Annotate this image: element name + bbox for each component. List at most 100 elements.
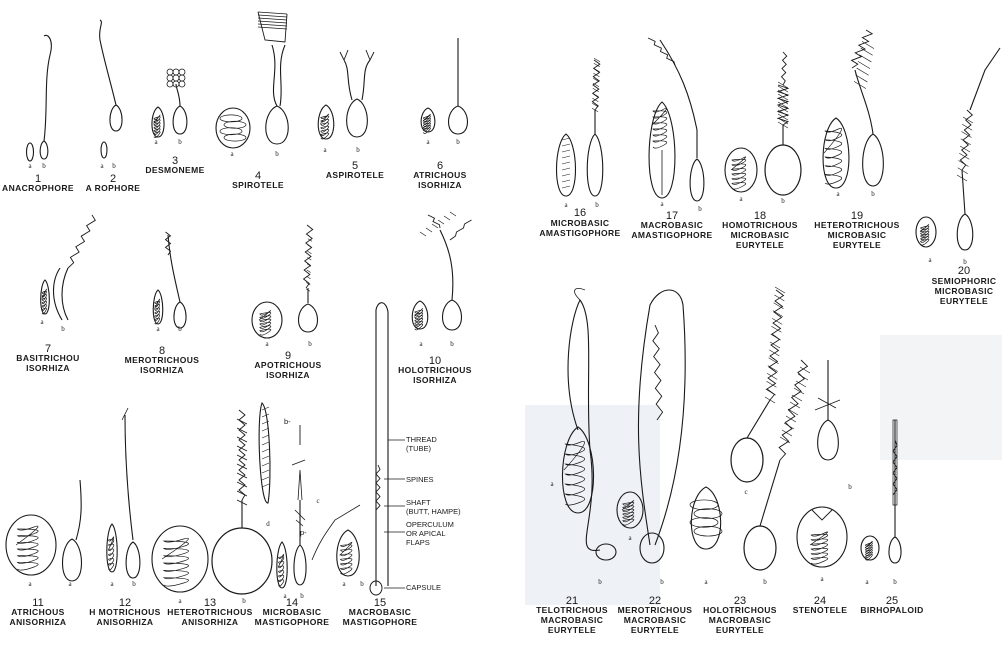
part-label: c bbox=[316, 497, 319, 505]
part-label: c bbox=[744, 488, 747, 496]
part-label: a bbox=[178, 597, 181, 605]
part-label: a bbox=[40, 318, 43, 326]
figure-label: SPIROTELE bbox=[232, 180, 284, 190]
figure-11-drawing bbox=[6, 480, 81, 581]
figure-label: ANACROPHORE bbox=[2, 183, 74, 193]
callout-leaders bbox=[384, 440, 405, 588]
figure-3-drawing bbox=[152, 69, 187, 138]
part-label: b bbox=[660, 578, 664, 586]
figure-24-drawing bbox=[797, 360, 847, 567]
figure-label: BIRHOPALOID bbox=[860, 605, 923, 615]
part-label: b bbox=[42, 162, 46, 170]
part-label: a bbox=[928, 256, 931, 264]
figure-label: HOLOTRICHOUS MACROBASIC EURYTELE bbox=[703, 605, 777, 635]
callout-shaft: SHAFT (BUTT, HAMPE) bbox=[406, 498, 461, 516]
part-label: b bbox=[848, 483, 852, 491]
part-label: b bbox=[456, 138, 460, 146]
part-label: b bbox=[61, 325, 65, 333]
figure-label: HETEROTRICHOUS MICROBASIC EURYTELE bbox=[814, 220, 899, 250]
figure-label: MEROTRICHOUS ISORHIZA bbox=[125, 355, 200, 375]
figure-12-drawing bbox=[107, 408, 140, 578]
figure-7-drawing bbox=[41, 215, 96, 320]
part-label: b bbox=[893, 578, 897, 586]
figure-label: STENOTELE bbox=[793, 605, 848, 615]
figure-label: DESMONEME bbox=[145, 165, 204, 175]
part-label: a bbox=[68, 580, 71, 588]
part-label: b bbox=[698, 205, 702, 213]
figure-8-drawing bbox=[153, 232, 186, 328]
figure-label: MACROBASIC AMASTIGOPHORE bbox=[631, 220, 712, 240]
part-label: a bbox=[100, 162, 103, 170]
figure-label: ASPIROTELE bbox=[326, 170, 384, 180]
part-label: b bbox=[242, 597, 246, 605]
callout-spines: SPINES bbox=[406, 475, 434, 484]
figure-4-drawing bbox=[216, 12, 288, 148]
figure-10-drawing bbox=[412, 212, 471, 330]
part-label: a bbox=[550, 480, 553, 488]
part-label: b bbox=[112, 162, 116, 170]
figure-19-drawing bbox=[823, 30, 883, 188]
part-label: a bbox=[230, 150, 233, 158]
part-label: b bbox=[763, 578, 767, 586]
figure-18-drawing bbox=[725, 52, 801, 195]
figure-label: MACROBASIC MASTIGOPHORE bbox=[343, 607, 418, 627]
figure-label: MEROTRICHOUS MACROBASIC EURYTELE bbox=[618, 605, 693, 635]
figure-label: SEMIOPHORIC MICROBASIC EURYTELE bbox=[932, 276, 997, 306]
part-label-p: p- bbox=[300, 528, 307, 537]
figure-13-drawing bbox=[152, 410, 272, 594]
figure-label: TELOTRICHOUS MACROBASIC EURYTELE bbox=[536, 605, 608, 635]
part-label: b bbox=[178, 138, 182, 146]
part-label: a bbox=[739, 195, 742, 203]
figure-label: A ROPHORE bbox=[86, 183, 141, 193]
part-label: b bbox=[300, 592, 304, 600]
figure-label: BASITRICHOU ISORHIZA bbox=[16, 353, 79, 373]
figure-17-drawing bbox=[648, 38, 704, 201]
figure-14-drawing bbox=[259, 403, 306, 588]
callout-thread: THREAD (TUBE) bbox=[406, 435, 437, 453]
part-label: a bbox=[820, 575, 823, 583]
part-label: a bbox=[836, 190, 839, 198]
figure-label: HOLOTRICHOUS ISORHIZA bbox=[398, 365, 472, 385]
part-label: b bbox=[132, 580, 136, 588]
figure-5-drawing bbox=[318, 50, 374, 139]
part-label: a bbox=[154, 138, 157, 146]
figure-9-drawing bbox=[252, 225, 317, 338]
part-label: b bbox=[275, 150, 279, 158]
figure-15-drawing bbox=[312, 303, 388, 595]
part-label: a bbox=[342, 580, 345, 588]
part-label: b bbox=[356, 146, 360, 154]
figure-23-drawing bbox=[690, 287, 810, 570]
part-label: a bbox=[564, 201, 567, 209]
part-label: a bbox=[865, 578, 868, 586]
part-label: a bbox=[419, 340, 422, 348]
part-label: b bbox=[871, 190, 875, 198]
figure-label: MICROBASIC AMASTIGOPHORE bbox=[539, 218, 620, 238]
figure-label: H MOTRICHOUS ANISORHIZA bbox=[89, 607, 160, 627]
background-patch bbox=[880, 335, 1002, 460]
part-label: b bbox=[781, 197, 785, 205]
figure-label: APOTRICHOUS ISORHIZA bbox=[254, 360, 321, 380]
figure-2-drawing bbox=[100, 20, 122, 158]
figure-label: ATRICHOUS ISORHIZA bbox=[413, 170, 467, 190]
part-label-b: b- bbox=[284, 417, 291, 426]
part-label: a bbox=[156, 325, 159, 333]
figure-20-drawing bbox=[916, 48, 1000, 250]
part-label: b bbox=[360, 580, 364, 588]
part-label: b bbox=[308, 340, 312, 348]
part-label: a bbox=[628, 534, 631, 542]
part-label: a bbox=[323, 146, 326, 154]
part-label: b bbox=[178, 325, 182, 333]
part-label: a bbox=[426, 138, 429, 146]
part-label: a bbox=[28, 162, 31, 170]
part-label: b bbox=[598, 578, 602, 586]
figure-label: MICROBASIC MASTIGOPHORE bbox=[255, 607, 330, 627]
figure-16-drawing bbox=[557, 58, 603, 196]
part-label: a bbox=[660, 200, 663, 208]
part-label: b bbox=[450, 340, 454, 348]
figure-label: HOMOTRICHOUS MICROBASIC EURYTELE bbox=[722, 220, 798, 250]
part-label: a bbox=[28, 580, 31, 588]
part-label: a bbox=[265, 340, 268, 348]
figure-6-drawing bbox=[421, 38, 467, 134]
